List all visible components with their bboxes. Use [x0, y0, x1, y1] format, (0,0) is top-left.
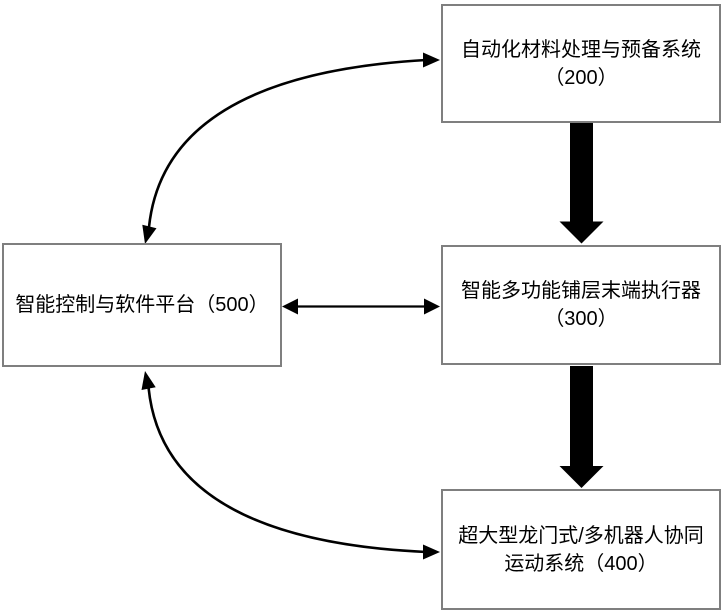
node-gantry-motion-system: 超大型龙门式/多机器人协同 运动系统（400）: [441, 489, 721, 610]
arrow-300-400-thick: [559, 366, 604, 488]
node-automated-material-system: 自动化材料处理与预备系统 （200）: [441, 4, 721, 123]
node-300-ref: （300）: [544, 308, 618, 330]
arrow-500-200: [142, 52, 440, 244]
arrow-200-300-thick: [559, 123, 604, 244]
node-300-label: 智能多功能铺层末端执行器: [461, 280, 701, 302]
arrow-500-300: [282, 298, 440, 315]
node-400-label: 超大型龙门式/多机器人协同: [458, 524, 704, 547]
node-200-ref: （200）: [544, 66, 618, 89]
node-control-software-platform: 智能控制与软件平台（500）: [2, 243, 282, 367]
node-200-label: 自动化材料处理与预备系统: [461, 38, 701, 61]
node-500-label: 智能控制与软件平台（500）: [15, 294, 269, 316]
node-400-ref: 运动系统（400）: [504, 552, 658, 575]
arrow-500-400: [141, 371, 440, 560]
node-layup-end-effector: 智能多功能铺层末端执行器 （300）: [441, 245, 721, 365]
